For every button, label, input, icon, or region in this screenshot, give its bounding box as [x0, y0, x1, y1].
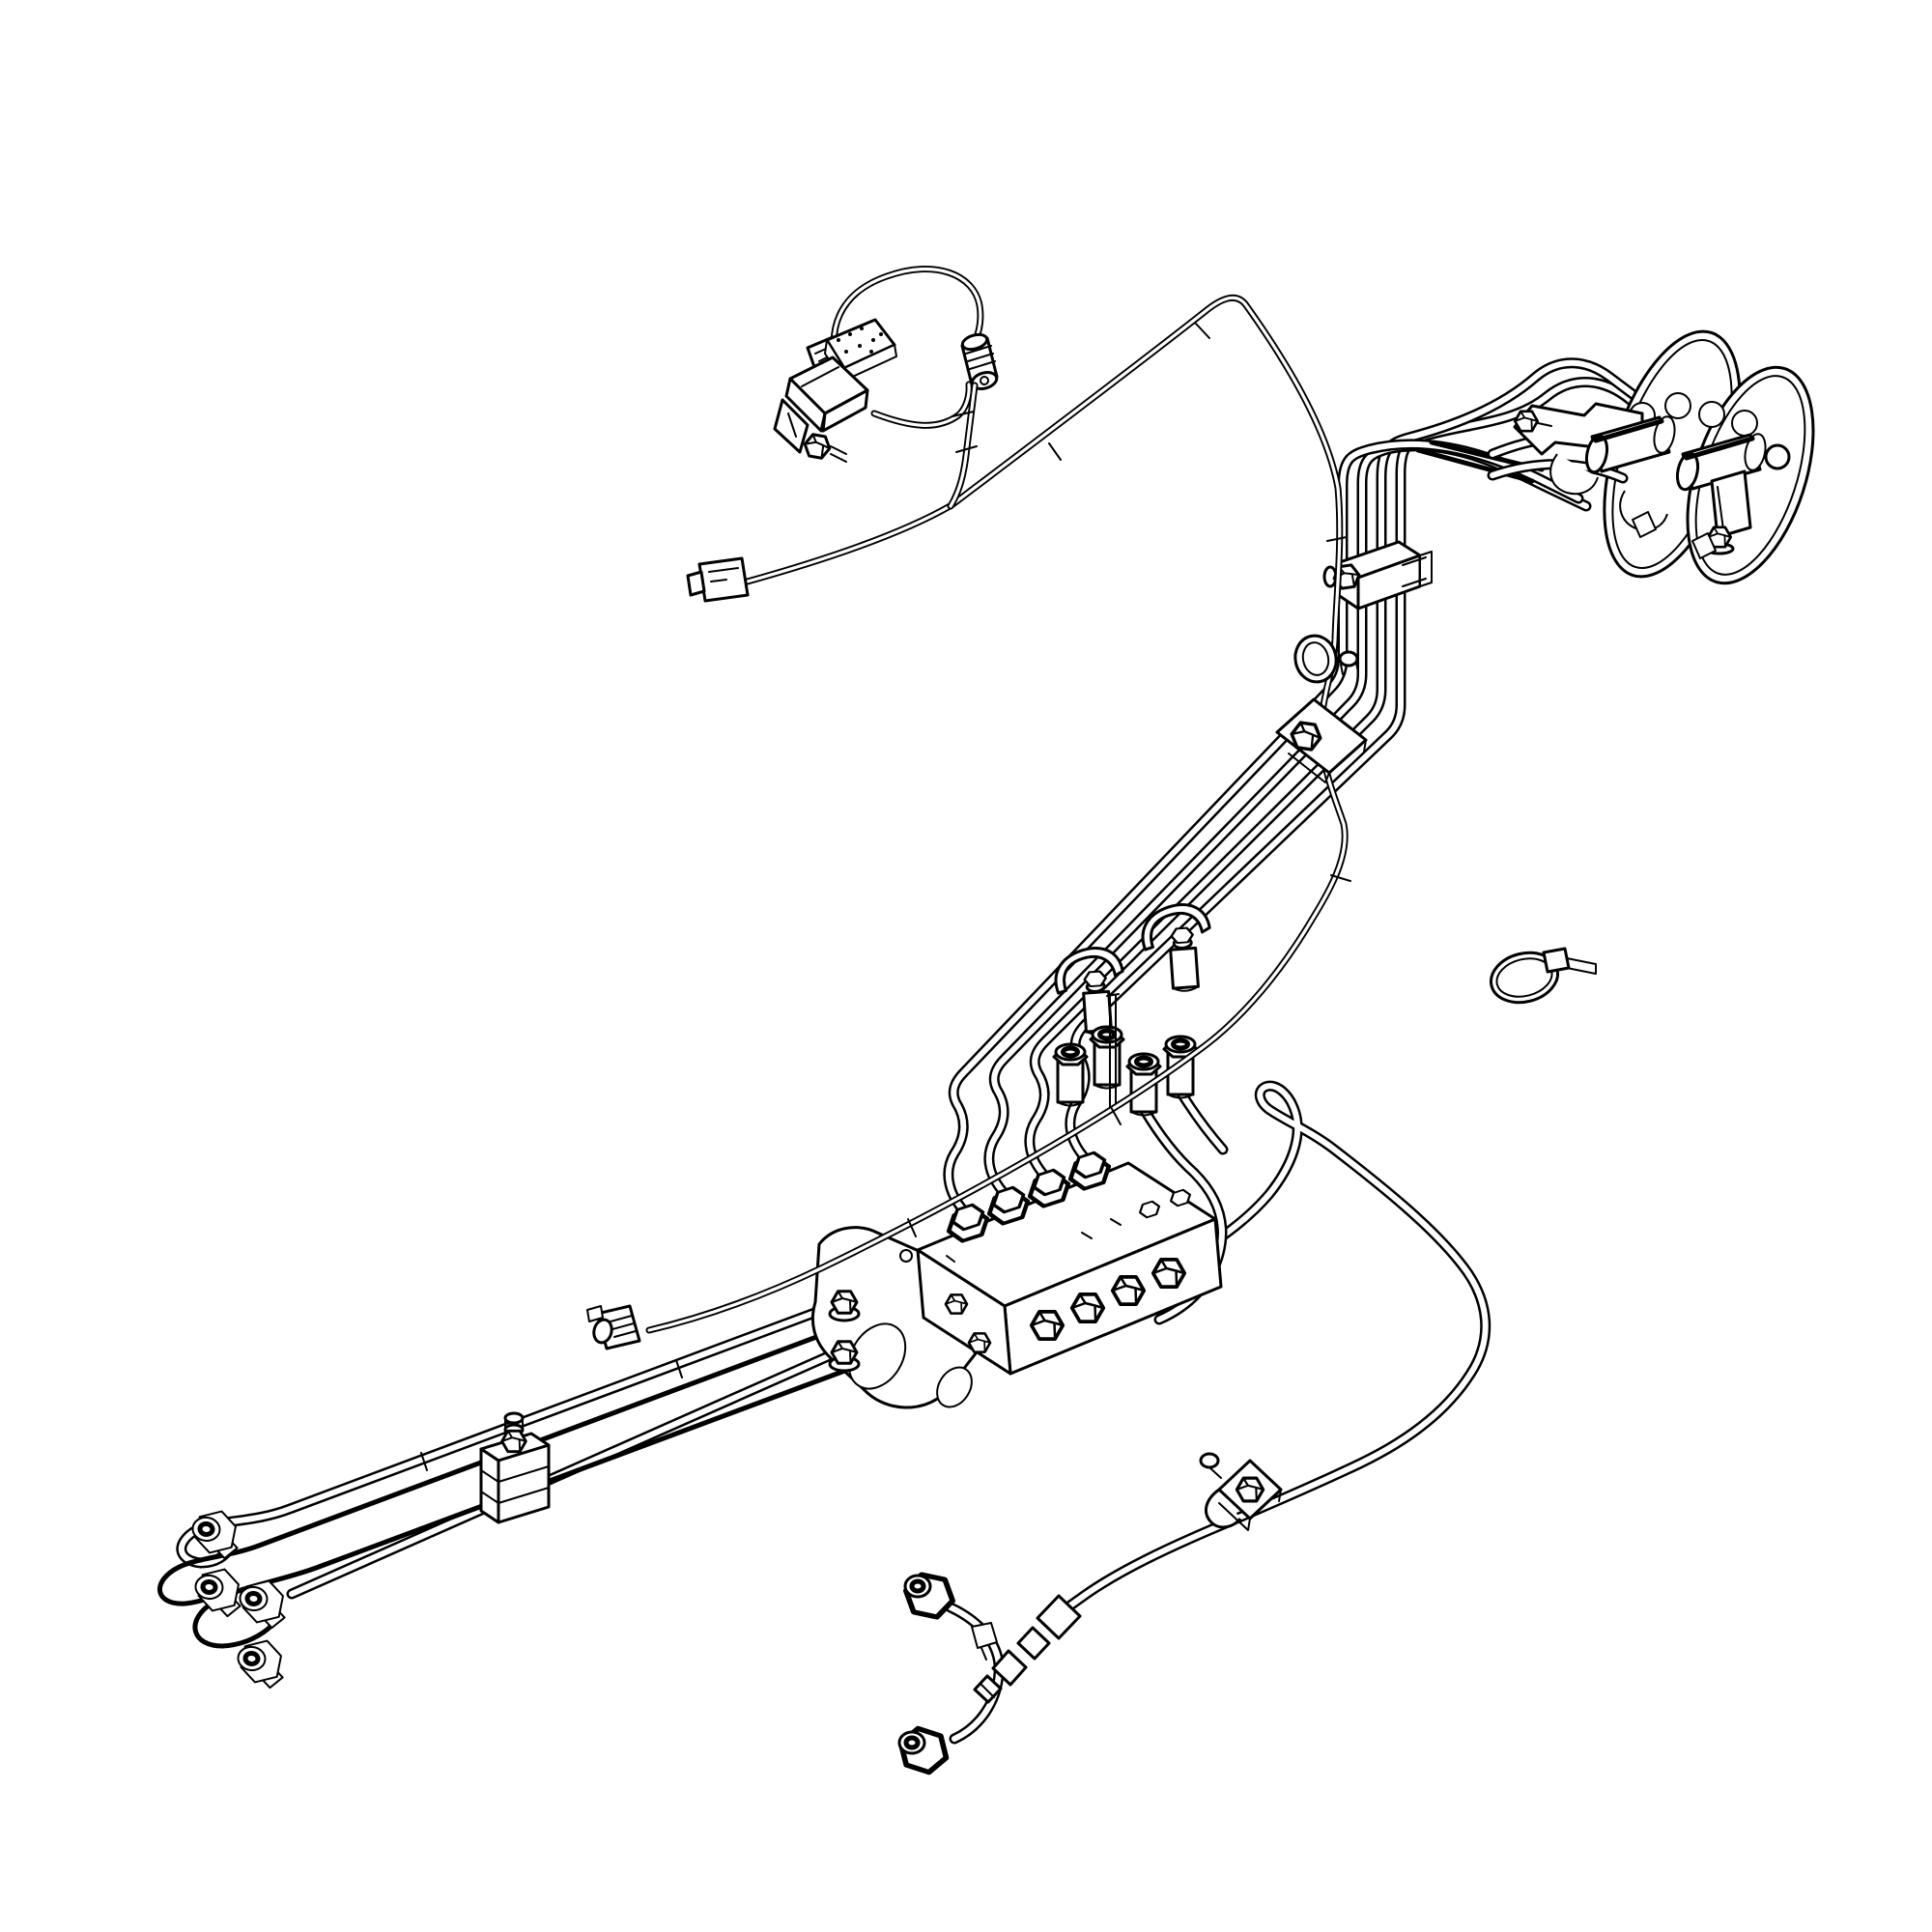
flare-nut-fittings: flare nut fittings	[190, 1509, 289, 1690]
clamp-bolt-icon	[502, 1431, 526, 1451]
harness-connector-a: harness connector plug A	[686, 556, 750, 603]
fuel-line-bundle: fuel line bundle	[949, 363, 1658, 1215]
bleed-pin	[1106, 993, 1120, 1108]
injector-line-assembly: injector line assembly	[1492, 329, 1815, 585]
hose-end-fitting: hose end fitting	[973, 1594, 1082, 1704]
sensor-connector-assembly: sensor connector assembly	[773, 266, 999, 463]
bracket-bolt-icon	[1515, 412, 1537, 431]
clamp-plate: clamp plate	[1275, 697, 1368, 783]
grommet: grommet	[1293, 634, 1359, 684]
wiring-harness: wiring harness	[649, 298, 1351, 1330]
jumper-tube-tab	[971, 1622, 998, 1649]
valve-manifold: control valve manifold	[916, 1148, 1223, 1376]
tube-clamp-block-lower: tube clamp block (lower)	[479, 1411, 551, 1524]
jumper-tube: jumper tube	[895, 1573, 999, 1776]
tube-clamp-block-upper: tube clamp block (upper)	[1322, 540, 1433, 611]
hose-clamp: hose clamp	[1490, 947, 1597, 1005]
harness-connector-b: harness connector plug B	[586, 1304, 641, 1350]
barrel-connector	[960, 332, 999, 390]
connector-bolt-icon	[803, 434, 832, 460]
return-hose: return hose	[1070, 1086, 1486, 1605]
union-fittings: union fittings	[1054, 993, 1229, 1320]
p-clamp: P-clamp	[1199, 1452, 1283, 1531]
p-clamp-bolt-icon	[1236, 1478, 1263, 1501]
